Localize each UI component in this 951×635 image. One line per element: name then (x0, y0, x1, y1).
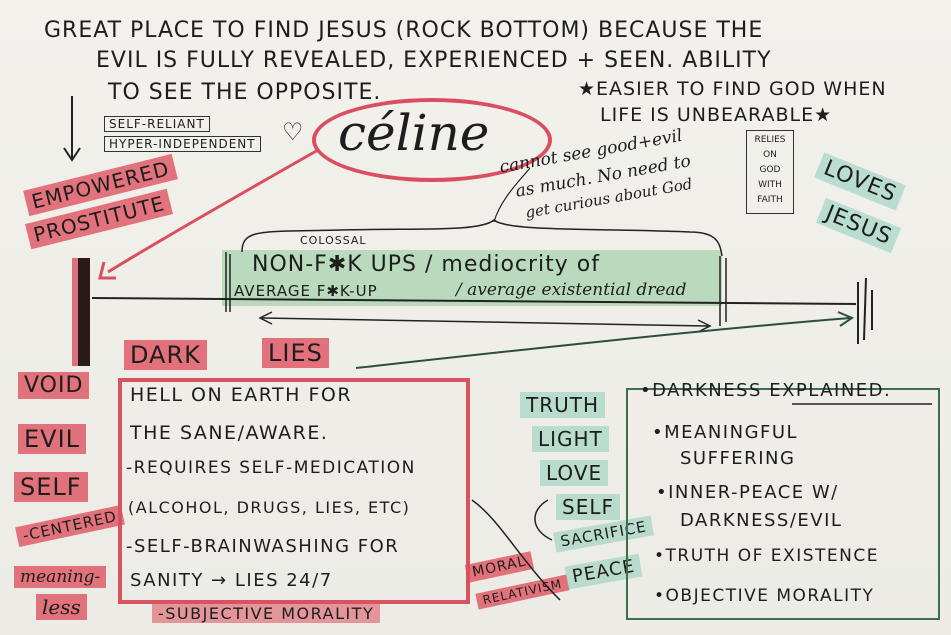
header-line-3: TO SEE THE OPPOSITE. (108, 80, 382, 105)
trait-self-reliant: SELF-RELIANT (104, 116, 210, 132)
light-line: •OBJECTIVE MORALITY (654, 586, 875, 606)
hell-box (118, 378, 470, 604)
hell-line: -SUBJECTIVE MORALITY (152, 604, 381, 623)
header-line-2: EVIL IS FULLY REVEALED, EXPERIENCED + SE… (96, 48, 772, 73)
light-box (626, 388, 940, 620)
virtue-light: LIGHT (532, 426, 609, 452)
light-line: •DARKNESS EXPLAINED. (640, 380, 892, 401)
light-line: •MEANINGFUL (652, 422, 799, 443)
virtue-self: SELF (556, 494, 620, 520)
relies-word: ON (763, 150, 777, 160)
lies-word: LIES (262, 338, 329, 368)
left-word-void: VOID (18, 372, 90, 399)
relies-word: GOD (759, 165, 781, 175)
relies-word: FAITH (757, 195, 783, 205)
light-line: SUFFERING (680, 448, 796, 469)
star-note-line-1: ★EASIER TO FIND GOD WHEN (578, 78, 887, 100)
spectrum-top: NON-F✱K UPS / mediocrity of (252, 252, 601, 277)
header-line-1: GREAT PLACE TO FIND JESUS (ROCK BOTTOM) … (44, 18, 764, 43)
relies-word: WITH (758, 180, 782, 190)
hell-line: -SELF-BRAINWASHING FOR (126, 536, 400, 557)
hell-line: THE SANE/AWARE. (130, 422, 329, 444)
spectrum-colossal: COLOSSAL (300, 234, 367, 247)
hell-line: HELL ON EARTH FOR (130, 384, 353, 406)
heart-icon: ♡ (282, 118, 305, 146)
light-line: •TRUTH OF EXISTENCE (654, 546, 879, 566)
spectrum-band (222, 250, 722, 306)
trait-hyper-independent: HYPER-INDEPENDENT (104, 136, 261, 152)
hell-line: (ALCOHOL, DRUGS, LIES, ETC) (128, 498, 411, 517)
relies-word: RELIES (754, 135, 786, 145)
left-word-evil: EVIL (18, 424, 87, 454)
left-word-self: SELF (14, 472, 88, 502)
name-text: céline (338, 104, 490, 162)
spectrum-bottom-right: / average existential dread (456, 280, 687, 300)
relies-box: RELIES ON GOD WITH FAITH (746, 130, 794, 214)
left-word-meaning: meaning- (14, 566, 107, 588)
name-oval (312, 98, 552, 182)
virtue-love: LOVE (540, 460, 609, 486)
light-line: DARKNESS/EVIL (680, 510, 843, 531)
virtue-truth: TRUTH (520, 392, 606, 418)
hell-line: -REQUIRES SELF-MEDICATION (126, 458, 416, 478)
hell-line: SANITY → LIES 24/7 (130, 570, 333, 591)
spectrum-bottom-left: AVERAGE F✱K-UP (234, 282, 378, 300)
light-line: •INNER-PEACE W/ (656, 482, 839, 503)
left-word-less: less (36, 594, 87, 620)
dark-word: DARK (124, 340, 207, 370)
star-note-line-2: LIFE IS UNBEARABLE★ (600, 104, 833, 126)
